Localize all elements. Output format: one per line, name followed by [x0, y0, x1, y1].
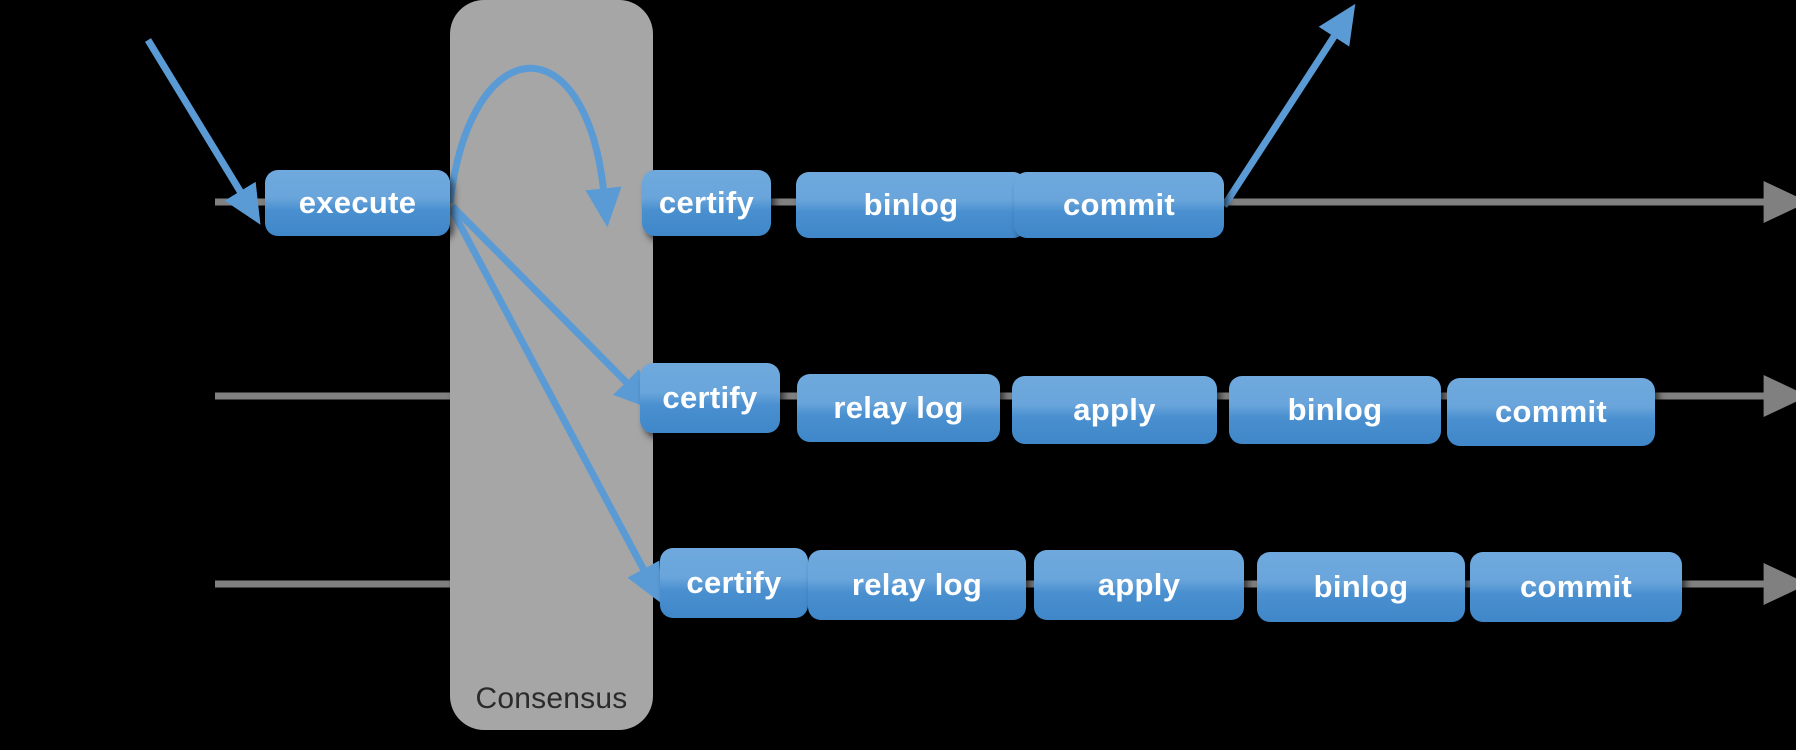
incoming-transaction-arrow	[145, 38, 261, 225]
stage-box-secondary-node-2-row-binlog[interactable]: binlog	[1257, 552, 1465, 622]
stage-box-secondary-node-1-row-binlog[interactable]: binlog	[1229, 376, 1441, 444]
stage-box-secondary-node-1-row-apply[interactable]: apply	[1012, 376, 1217, 444]
stage-box-primary-node-row-certify[interactable]: certify	[642, 170, 771, 236]
stage-box-primary-node-row-binlog[interactable]: binlog	[796, 172, 1026, 238]
consensus-loopback-arrow	[446, 64, 622, 228]
stage-box-primary-node-row-execute[interactable]: execute	[265, 170, 450, 236]
stage-box-secondary-node-2-row-relay-log[interactable]: relay log	[808, 550, 1026, 620]
stage-box-secondary-node-2-row-apply[interactable]: apply	[1034, 550, 1244, 620]
consensus-band: Consensus	[450, 0, 653, 730]
broadcast-to-secondary-1-arrow	[449, 203, 654, 410]
stage-box-secondary-node-1-row-commit[interactable]: commit	[1447, 378, 1655, 446]
stage-box-secondary-node-2-row-commit[interactable]: commit	[1470, 552, 1682, 622]
outgoing-response-arrow	[1221, 3, 1356, 208]
stage-box-secondary-node-2-row-certify[interactable]: certify	[660, 548, 808, 618]
consensus-label: Consensus	[475, 682, 628, 715]
stage-box-secondary-node-1-row-relay-log[interactable]: relay log	[797, 374, 1000, 442]
broadcast-to-secondary-2-arrow	[448, 208, 662, 604]
stage-box-secondary-node-1-row-certify[interactable]: certify	[640, 363, 780, 433]
stage-box-primary-node-row-commit[interactable]: commit	[1014, 172, 1224, 238]
